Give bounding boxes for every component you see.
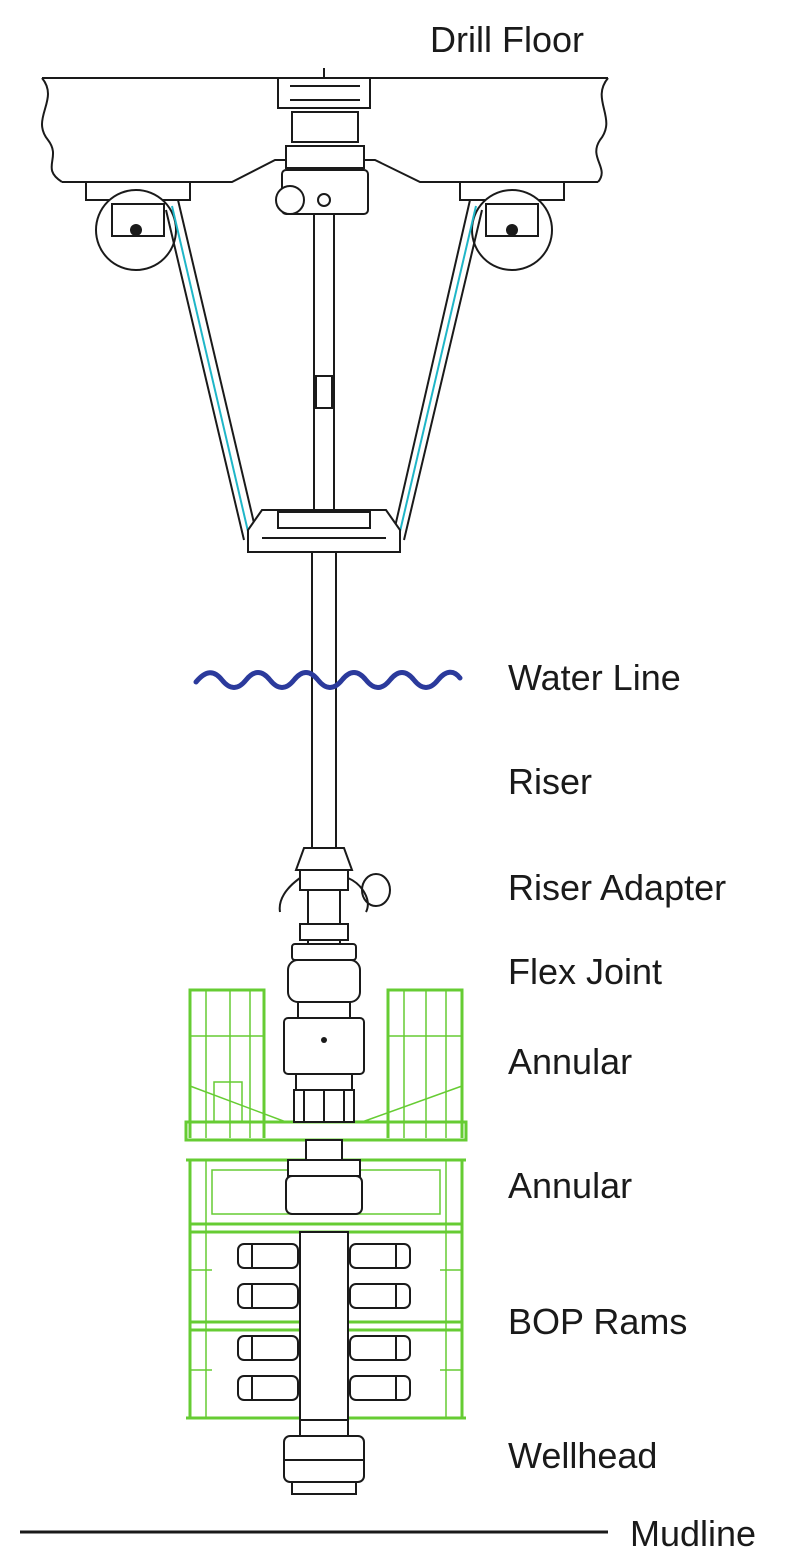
mudline-label: Mudline — [630, 1513, 757, 1554]
water-line-label: Water Line — [508, 657, 681, 698]
annular-lower-label: Annular — [508, 1165, 633, 1206]
annular-upper-label: Annular — [508, 1041, 633, 1082]
riser-label: Riser — [508, 761, 593, 802]
riser-adapter — [278, 847, 391, 945]
tensioner-sheave-left — [85, 181, 191, 271]
telescopic-joint — [313, 213, 335, 511]
drill-floor-deck — [41, 68, 609, 183]
drill-floor-label: Drill Floor — [430, 19, 585, 60]
flex-joint-label: Flex Joint — [508, 951, 663, 992]
tensioner-lines — [165, 199, 483, 541]
diverter-housing — [275, 111, 369, 215]
riser-pipe — [311, 551, 337, 849]
annular-lower-body — [285, 1159, 363, 1215]
tension-ring — [247, 509, 401, 553]
wellhead-body — [283, 1419, 365, 1495]
wellhead-label: Wellhead — [508, 1435, 658, 1476]
tensioner-sheave-right — [459, 181, 565, 271]
lmrp-connector — [305, 1139, 343, 1161]
bop-rams-label: BOP Rams — [508, 1301, 688, 1342]
flex-joint-body — [287, 943, 361, 1019]
water-line-waves — [193, 669, 463, 690]
annular-upper-body — [283, 1017, 365, 1123]
bop-rams-body — [237, 1231, 411, 1421]
riser-adapter-label: Riser Adapter — [508, 867, 727, 908]
